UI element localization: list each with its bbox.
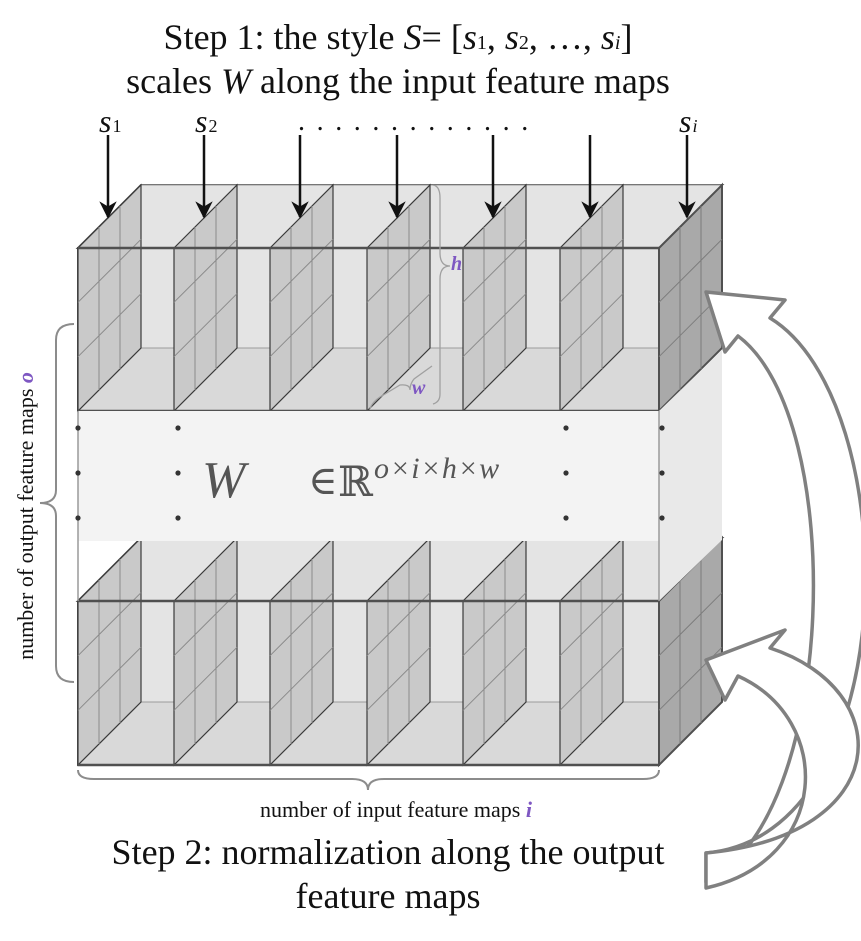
bottom-block-kernel-grid-line [366,646,431,711]
weight-block-top [75,182,725,414]
formula-exponent: o×i×h×w [374,452,500,485]
bottom-block-kernel-grid-line [269,646,334,711]
top-block-kernel-slab [559,183,624,413]
weight-block-bottom [75,535,725,768]
output-brace [39,323,75,683]
continuation-dot [659,425,665,431]
top-block-kernel-grid-line [77,238,142,303]
input-brace [77,769,660,791]
bottom-block-kernel-slab [269,536,334,767]
style-label-s2: s2 [195,103,217,139]
bottom-block-kernel-grid-line [269,592,334,657]
step1-caption: Step 1: the style S= [s1, s2, …, si] sca… [126,17,670,101]
step2-title-line2: feature maps [296,876,481,916]
bottom-block-kernel-grid-line [366,592,431,657]
top-block-side-grid-line [658,238,723,303]
style-label-dots: . . . . . . . . . . . . . [298,106,531,137]
bottom-block-kernel-slab [77,536,142,767]
continuation-dot [75,470,81,476]
output-axis-label: number of output feature maps o [13,372,38,660]
continuation-dot [563,515,569,521]
output-axis: number of output feature maps o [13,323,75,683]
w-brace [369,365,433,410]
step1-title-line1: Step 1: the style S= [s1, s2, …, si] [164,17,633,57]
normalization-arrow-bottom [704,628,860,890]
top-block-kernel-grid-line [173,238,238,303]
bottom-block-kernel-slab [559,536,624,767]
continuation-dot [563,470,569,476]
input-axis: number of input feature maps i [77,769,660,822]
style-label-s1: s1 [99,103,121,139]
input-axis-label: number of input feature maps i [260,797,533,822]
top-block-kernel-slab [77,183,142,413]
top-block-kernel-slab [173,183,238,413]
continuation-dot [175,515,181,521]
bottom-block-kernel-slab [366,536,431,767]
weight-middle-band [77,350,722,601]
top-block-kernel-grid-line [173,293,238,358]
formula-var: W [202,452,250,509]
h-label: h [451,253,462,275]
style-label-si: si [679,103,697,139]
top-block-kernel-grid-line [77,293,142,358]
step2-title-line1: Step 2: normalization along the output [112,832,665,872]
continuation-dot [175,470,181,476]
top-block-kernel-slab [269,183,334,413]
middle-band-side [659,350,722,601]
bottom-block-kernel-grid-line [77,592,142,657]
top-block-kernel-grid-line [269,238,334,303]
top-block-kernel-grid-line [366,238,431,303]
step1-title-line2: scales W along the input feature maps [126,61,670,101]
top-block-kernel-grid-line [559,293,624,358]
bottom-block-kernel-slab [173,536,238,767]
bottom-block-side-grid-line [658,592,723,657]
top-block-kernel-grid-line [462,293,527,358]
bottom-block-kernel-grid-line [559,592,624,657]
top-block-kernel-grid-line [366,293,431,358]
weight-formula: W ∈ ℝ o×i×h×w [202,452,500,509]
kernel-dimensions: h w [369,184,462,410]
style-labels: s1 s2 si . . . . . . . . . . . . . [99,103,697,139]
formula-in: ∈ [308,458,338,503]
w-label: w [412,377,426,399]
top-block-kernel-grid-line [269,293,334,358]
continuation-dot [75,425,81,431]
middle-band-front [78,411,659,541]
bottom-block-kernel-grid-line [173,592,238,657]
bottom-block-kernel-grid-line [462,592,527,657]
h-brace [432,184,451,405]
formula-set: ℝ [338,457,374,506]
bottom-block-kernel-grid-line [462,646,527,711]
style-arrows [99,135,696,219]
top-block-kernel-slab [462,183,527,413]
top-block-kernel-slab [366,183,431,413]
top-block-kernel-grid-line [559,238,624,303]
bottom-block-kernel-grid-line [77,646,142,711]
bottom-block-kernel-slab [462,536,527,767]
continuation-dots [75,425,665,521]
bottom-block-kernel-grid-line [559,646,624,711]
continuation-dot [659,515,665,521]
continuation-dot [175,425,181,431]
bottom-block-kernel-grid-line [173,646,238,711]
step2-caption: Step 2: normalization along the output f… [112,832,665,916]
continuation-dot [659,470,665,476]
top-block-kernel-grid-line [462,238,527,303]
bottom-block-back-face [140,537,723,703]
continuation-dot [75,515,81,521]
normalization-arrows [704,290,861,890]
continuation-dot [563,425,569,431]
